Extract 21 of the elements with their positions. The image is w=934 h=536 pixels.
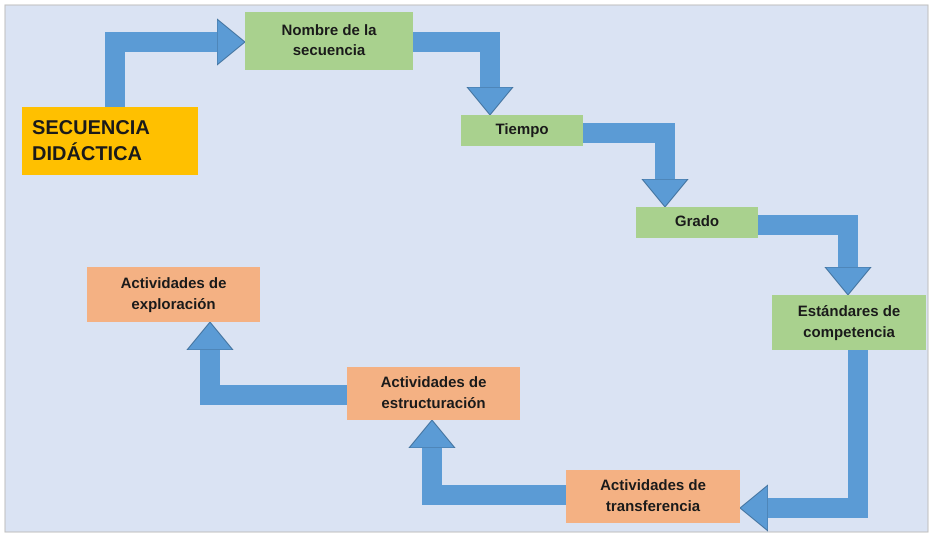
box-label: Tiempo xyxy=(495,120,549,140)
block-arrow xyxy=(186,322,347,405)
box-label: Estándares de competencia xyxy=(796,302,902,342)
block-arrow xyxy=(758,215,872,296)
block-arrow xyxy=(740,350,868,532)
title-box xyxy=(22,107,198,175)
step-box xyxy=(566,470,740,523)
box-label: Nombre de la secuencia xyxy=(280,20,378,61)
step-box xyxy=(347,367,520,420)
step-box xyxy=(772,295,926,350)
step-box xyxy=(461,115,583,146)
step-box xyxy=(245,12,413,70)
box-label: Actividades de exploración xyxy=(120,274,228,314)
block-arrow xyxy=(583,123,688,208)
block-arrow xyxy=(408,420,566,505)
step-box xyxy=(636,207,758,238)
step-box xyxy=(87,267,260,322)
box-label: Actividades de estructuración xyxy=(380,373,488,414)
box-label: Actividades de transferencia xyxy=(599,476,707,516)
box-label: SECUENCIA DIDÁCTICA xyxy=(32,116,150,167)
box-label: Grado xyxy=(674,212,720,232)
